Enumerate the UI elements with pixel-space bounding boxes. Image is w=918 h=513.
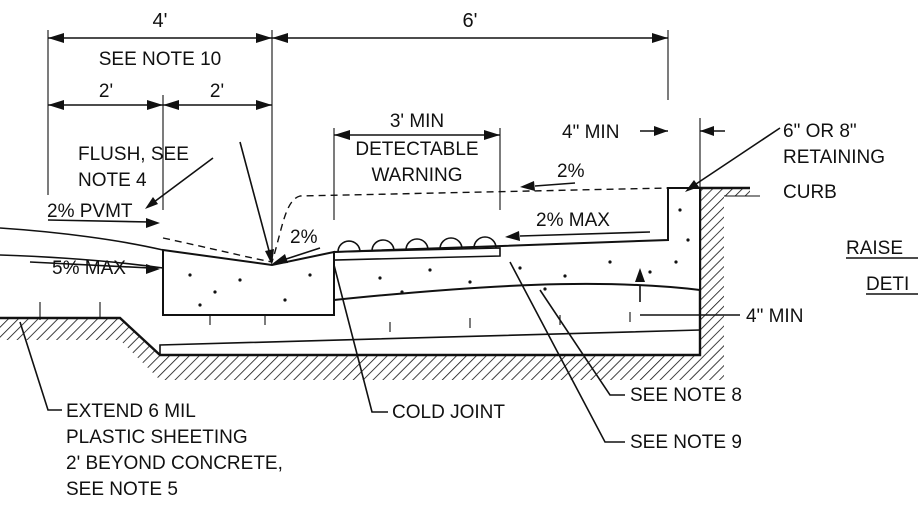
pavement-slope-label: 2% PVMT xyxy=(47,201,133,222)
aggregate-specks xyxy=(188,208,690,307)
dim-3ft-min: 3' MIN xyxy=(390,111,444,132)
title-block-text: RAISE DETI xyxy=(846,238,918,295)
slope-arrows xyxy=(29,181,651,274)
title-line-1: RAISE xyxy=(846,238,903,259)
sheeting-ticks xyxy=(39,302,631,332)
dim-2ft-left: 2' xyxy=(99,81,113,102)
see-note-10: SEE NOTE 10 xyxy=(99,49,222,70)
curb-label-1: 6" OR 8" xyxy=(783,121,857,142)
concrete-gutter-block xyxy=(162,248,335,316)
flush-label-1: FLUSH, SEE xyxy=(78,144,189,165)
detectable-label-1: DETECTABLE xyxy=(355,139,478,160)
sheeting-label-1: EXTEND 6 MIL xyxy=(66,401,196,422)
curb-label-3: CURB xyxy=(783,182,837,203)
dim-4ft: 4' xyxy=(153,10,168,32)
see-note-8-label: SEE NOTE 8 xyxy=(630,385,742,406)
flush-label-2: NOTE 4 xyxy=(78,170,147,191)
callout-text: FLUSH, SEE NOTE 4 2% PVMT 5% MAX 2% DETE… xyxy=(47,121,885,500)
curb-label-2: RETAINING xyxy=(783,147,885,168)
dimension-lines xyxy=(47,30,725,262)
detectable-warning-plate xyxy=(333,236,501,261)
gutter-slope-label: 2% xyxy=(290,227,318,248)
dim-4in-min-base: 4" MIN xyxy=(746,306,803,327)
leader-lines xyxy=(19,127,781,443)
detectable-label-2: WARNING xyxy=(371,165,462,186)
see-note-9-label: SEE NOTE 9 xyxy=(630,432,742,453)
sheeting-label-2: PLASTIC SHEETING xyxy=(66,427,248,448)
title-line-2: DETI xyxy=(866,274,909,295)
concrete-ramp-slab xyxy=(333,187,701,302)
dim-6ft: 6' xyxy=(463,10,478,32)
sheeting-label-3: 2' BEYOND CONCRETE, xyxy=(66,453,283,474)
sheeting-label-4: SEE NOTE 5 xyxy=(66,479,178,500)
dimension-text: 4' 6' SEE NOTE 10 2' 2' 3' MIN 4" MIN 4"… xyxy=(99,10,804,327)
dim-2ft-right: 2' xyxy=(210,81,224,102)
dim-4in-min-top: 4" MIN xyxy=(562,122,619,143)
cold-joint-label: COLD JOINT xyxy=(392,402,505,423)
subgrade-line xyxy=(159,329,701,355)
walk-slope-label: 2% MAX xyxy=(536,210,610,231)
max-slope-label: 5% MAX xyxy=(52,258,126,279)
top-slope-label: 2% xyxy=(557,161,585,182)
